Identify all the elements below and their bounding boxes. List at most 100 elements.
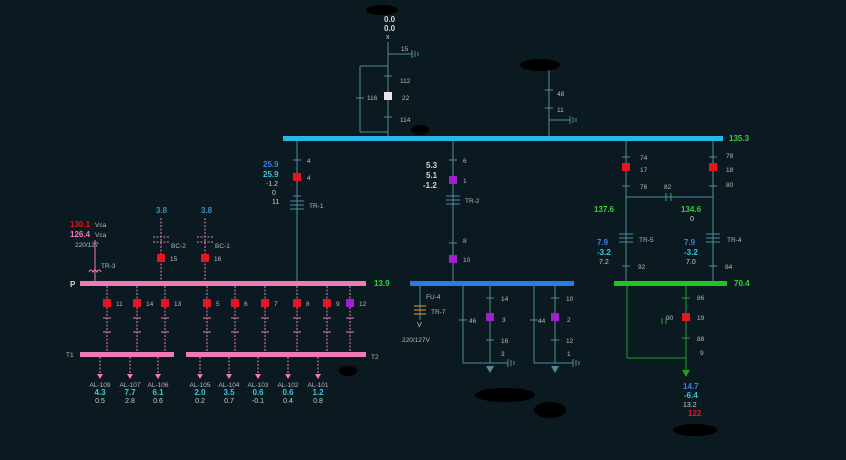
pink-feeder-breaker[interactable] <box>323 299 331 307</box>
green-feeder-arrow <box>682 370 690 377</box>
tr5-p: 7.9 <box>597 238 609 247</box>
tr7-aux: 220/127V <box>402 337 430 344</box>
pink-feeder-breaker[interactable] <box>231 299 239 307</box>
bar-t2[interactable] <box>186 352 366 357</box>
tr5-name: TR-5 <box>639 237 654 244</box>
feeder-q: 2.8 <box>125 398 135 405</box>
pink-feeder: 7 <box>261 286 278 352</box>
tr1-breaker[interactable] <box>293 173 301 181</box>
tr5-q: -3.2 <box>597 248 611 257</box>
tr1-node-4a: 4 <box>307 158 311 165</box>
top-feed-v1: 0.0 <box>384 15 396 24</box>
node-2: 2 <box>567 317 571 324</box>
breaker-17[interactable] <box>622 163 630 171</box>
tr1-q2: -1.2 <box>266 181 278 188</box>
bc1-breaker[interactable] <box>201 254 209 262</box>
breaker-18[interactable] <box>709 163 717 171</box>
breaker-3[interactable] <box>486 313 494 321</box>
breaker-2[interactable] <box>551 313 559 321</box>
node-76: 76 <box>640 184 648 191</box>
top-feed-v2: 0.0 <box>384 24 396 33</box>
pink-bus[interactable] <box>80 281 366 286</box>
feeder-list: AL-1094.30.5AL-1077.72.8AL-1066.10.6AL-1… <box>90 357 329 405</box>
pink-feeder-breaker[interactable] <box>161 299 169 307</box>
green-out-p: 14.7 <box>683 382 699 391</box>
pink-feeder: 13 <box>161 286 182 352</box>
node-112: 112 <box>400 78 411 85</box>
left-u1: 130.1 <box>70 220 91 229</box>
pink-feeder-node: 13 <box>174 301 182 308</box>
pink-feeder-breaker[interactable] <box>261 299 269 307</box>
blue-bus[interactable] <box>410 281 574 286</box>
bc-branches <box>153 218 213 283</box>
blue-arrow-1 <box>486 366 494 373</box>
node-16: 16 <box>501 338 509 345</box>
top-incoming <box>356 42 570 137</box>
breaker-19[interactable] <box>682 313 690 321</box>
node-48: 48 <box>557 91 565 98</box>
pink-feeder-node: 7 <box>274 301 278 308</box>
left-u1-label: Vca <box>95 222 107 229</box>
node-46: 46 <box>469 318 477 325</box>
feeder-name: AL-102 <box>278 382 299 389</box>
pink-feeder-node: 6 <box>244 301 248 308</box>
pink-bus-label: P <box>70 280 76 289</box>
feeder-name: AL-105 <box>190 382 211 389</box>
feeder-q: 0.4 <box>283 398 293 405</box>
tr3-branch <box>88 240 102 283</box>
blue-bus-lines <box>419 286 573 364</box>
pink-feeder-breaker[interactable] <box>203 299 211 307</box>
tr2-v1: 5.3 <box>426 161 438 170</box>
bc2-breaker[interactable] <box>157 254 165 262</box>
node-3b: 3 <box>501 351 505 358</box>
tr1-feeder <box>293 141 301 283</box>
right-v-right-i: 0 <box>690 216 694 223</box>
feeder-arrow <box>197 374 203 379</box>
feeder-name: AL-104 <box>219 382 240 389</box>
node-18: 18 <box>726 167 734 174</box>
tr3-name: TR-3 <box>101 263 116 270</box>
tr1-transformer <box>290 200 304 210</box>
main-bus-value: 135.3 <box>729 134 750 143</box>
feeder-q: 0.8 <box>313 398 323 405</box>
feeder-p: 6.1 <box>152 388 164 397</box>
tr4-name: TR-4 <box>727 237 742 244</box>
node-19: 19 <box>697 315 705 322</box>
main-bus[interactable] <box>283 136 723 141</box>
pink-feeder-breaker[interactable] <box>293 299 301 307</box>
bar-t1[interactable] <box>80 352 174 357</box>
feeder-q: 0.6 <box>153 398 163 405</box>
tr2-low-breaker[interactable] <box>449 255 457 263</box>
green-bus[interactable] <box>614 281 727 286</box>
pink-feeder-breaker[interactable] <box>103 299 111 307</box>
ground-symbol <box>411 50 577 124</box>
node-88: 88 <box>697 336 705 343</box>
node-14: 14 <box>501 296 509 303</box>
top-switch-white[interactable] <box>384 92 392 100</box>
node-92: 92 <box>638 264 646 271</box>
bc2-name: BC-2 <box>171 243 186 250</box>
green-out-v: 13.2 <box>683 402 697 409</box>
feeder-name: AL-107 <box>120 382 141 389</box>
node-90: 90 <box>666 315 674 322</box>
bar-t1-label: T1 <box>66 352 74 359</box>
pink-feeder-node: 8 <box>306 301 310 308</box>
pink-feeder-breaker[interactable] <box>346 299 354 307</box>
node-114: 114 <box>400 117 411 124</box>
tr5-i: 7.2 <box>599 259 609 266</box>
pink-feeder-breaker[interactable] <box>133 299 141 307</box>
feeder-arrow <box>127 374 133 379</box>
pink-feeder: 5 <box>203 286 220 352</box>
tr2-breaker[interactable] <box>449 176 457 184</box>
node-84: 84 <box>725 264 733 271</box>
node-116: 116 <box>367 95 378 102</box>
